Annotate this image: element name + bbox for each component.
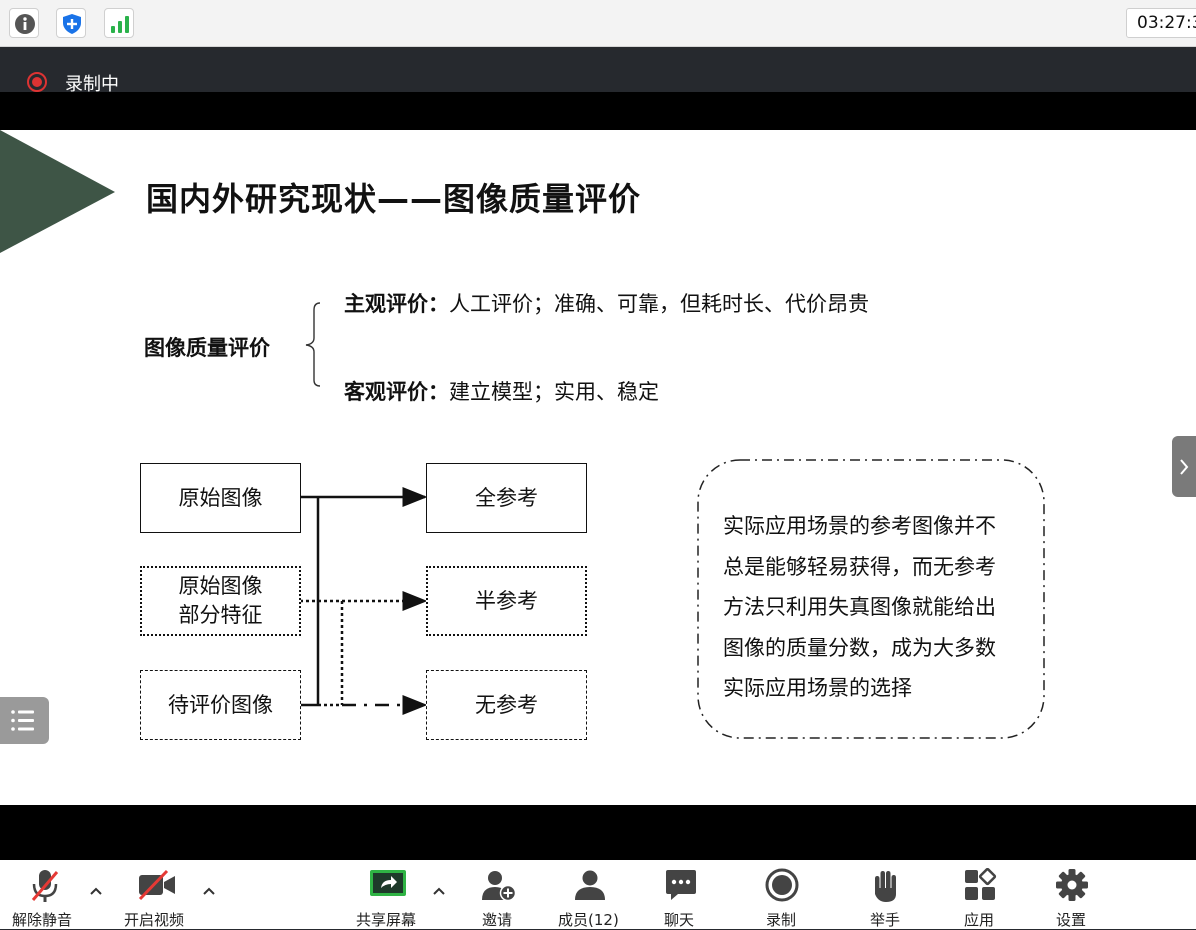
apps-icon — [965, 868, 997, 900]
subjective-label: 主观评价： — [344, 292, 449, 316]
chat-label: 聊天 — [664, 911, 695, 929]
audio-options-chevron-up-icon[interactable] — [89, 886, 103, 896]
category-label: 图像质量评价 — [144, 336, 270, 360]
microphone-muted-icon — [31, 870, 59, 902]
share-options-chevron-up-icon[interactable] — [432, 886, 446, 896]
share-screen-label: 共享屏幕 — [356, 911, 417, 929]
box-reduced-reference: 半参考 — [426, 566, 587, 636]
raise-hand-label: 举手 — [870, 911, 901, 929]
members-label: 成员(12) — [558, 911, 619, 929]
box-partial-line2: 部分特征 — [178, 603, 263, 627]
security-button[interactable] — [56, 8, 86, 38]
next-page-button[interactable] — [1172, 436, 1196, 497]
raise-hand-icon — [875, 871, 896, 902]
recording-label: 录制中 — [65, 74, 119, 95]
subjective-desc: 人工评价；准确、可靠，但耗时长、代价昂贵 — [449, 292, 869, 316]
apps-label: 应用 — [964, 911, 995, 929]
video-options-chevron-up-icon[interactable] — [202, 886, 216, 896]
settings-button[interactable]: 设置 — [1052, 860, 1092, 929]
flow-connectors — [300, 487, 428, 715]
invite-label: 邀请 — [482, 911, 513, 929]
list-icon — [11, 710, 34, 731]
add-user-icon — [482, 871, 517, 902]
raise-hand-button[interactable]: 举手 — [866, 860, 906, 929]
letterbox-top — [0, 92, 1196, 130]
objective-line: 客观评价：建立模型；实用、稳定 — [344, 376, 659, 406]
settings-label: 设置 — [1056, 911, 1087, 929]
unmute-button[interactable]: 解除静音 — [10, 860, 80, 929]
box-no-reference: 无参考 — [426, 670, 587, 740]
box-original-image: 原始图像 — [140, 463, 301, 533]
letterbox-bottom — [0, 805, 1196, 860]
shield-icon — [63, 14, 81, 34]
note-line: 实际应用场景的选择 — [723, 676, 912, 700]
record-label: 录制 — [766, 911, 797, 929]
record-icon — [765, 868, 799, 902]
note-box: 实际应用场景的参考图像并不 总是能够轻易获得，而无参考 方法只利用失真图像就能给… — [698, 460, 1044, 738]
start-video-button[interactable]: 开启视频 — [122, 860, 194, 929]
members-button[interactable]: 成员(12) — [554, 860, 624, 929]
slide-list-button[interactable] — [0, 697, 49, 744]
video-camera-off-icon — [138, 869, 175, 901]
top-bar: 03:27:3 — [0, 0, 1196, 47]
note-line: 实际应用场景的参考图像并不 — [723, 514, 996, 538]
note-line: 图像的质量分数，成为大多数 — [723, 635, 996, 660]
info-button[interactable] — [9, 8, 39, 38]
share-screen-icon — [370, 870, 406, 896]
record-button[interactable]: 录制 — [762, 860, 802, 929]
recording-bar: 录制中 — [0, 47, 1196, 95]
subjective-line: 主观评价：人工评价；准确、可靠，但耗时长、代价昂贵 — [344, 288, 869, 318]
box-test-image: 待评价图像 — [140, 670, 301, 740]
members-icon — [575, 870, 605, 900]
meeting-timer: 03:27:3 — [1126, 8, 1196, 38]
chat-icon — [666, 870, 696, 900]
record-indicator-icon — [27, 72, 47, 92]
info-icon — [15, 14, 35, 34]
share-screen-button[interactable]: 共享屏幕 — [352, 860, 424, 929]
box-full-reference: 全参考 — [426, 463, 587, 533]
unmute-label: 解除静音 — [12, 911, 73, 929]
slide-title: 国内外研究现状——图像质量评价 — [146, 180, 642, 218]
apps-button[interactable]: 应用 — [960, 860, 1000, 929]
objective-desc: 建立模型；实用、稳定 — [449, 380, 659, 404]
note-border — [697, 459, 1045, 739]
chat-button[interactable]: 聊天 — [660, 860, 700, 929]
invite-button[interactable]: 邀请 — [470, 860, 526, 929]
note-line: 方法只利用失真图像就能给出 — [723, 595, 996, 619]
brace-icon — [305, 302, 321, 387]
box-partial-features: 原始图像 部分特征 — [140, 566, 301, 636]
chevron-right-icon — [1180, 459, 1189, 475]
note-line: 总是能够轻易获得，而无参考 — [723, 554, 996, 579]
meeting-toolbar: 解除静音 开启视频 共享屏幕 邀请 — [0, 860, 1196, 929]
box-partial-line1: 原始图像 — [178, 574, 263, 598]
shared-slide: 国内外研究现状——图像质量评价 图像质量评价 主观评价：人工评价；准确、可靠，但… — [0, 130, 1196, 805]
network-button[interactable] — [104, 8, 134, 38]
gear-icon — [1056, 869, 1088, 901]
signal-icon — [111, 16, 129, 33]
start-video-label: 开启视频 — [124, 911, 185, 929]
objective-label: 客观评价： — [344, 380, 449, 404]
slide-decoration-triangle — [0, 130, 115, 253]
